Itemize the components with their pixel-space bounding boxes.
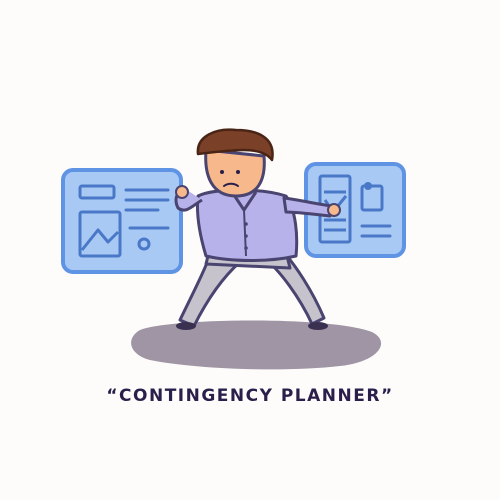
right-hand — [327, 203, 341, 217]
ground-shadow — [131, 320, 382, 370]
character-shirt — [174, 186, 334, 262]
left-floating-panel — [61, 168, 183, 274]
caption-title: “CONTINGENCY PLANNER” — [106, 386, 394, 406]
left-hand — [175, 185, 189, 199]
character-head — [196, 128, 274, 198]
